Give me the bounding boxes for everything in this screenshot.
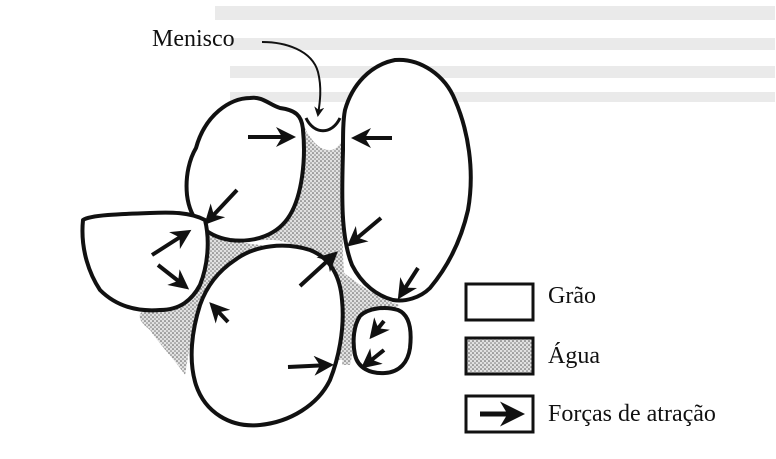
background-text-smear xyxy=(215,6,775,102)
grain-left xyxy=(82,213,207,311)
legend-forces-label: Forças de atração xyxy=(548,401,716,428)
grain-right xyxy=(342,60,471,301)
legend xyxy=(466,284,533,432)
meniscus-curve xyxy=(306,118,340,131)
meniscus-label: Menisco xyxy=(152,26,235,53)
legend-water-label: Água xyxy=(548,343,600,370)
force-arrow xyxy=(288,365,330,367)
grains xyxy=(82,60,470,426)
legend-grain-label: Grão xyxy=(548,283,596,310)
grain-small xyxy=(354,308,411,373)
legend-water-swatch xyxy=(466,338,533,374)
legend-grain-swatch xyxy=(466,284,533,320)
